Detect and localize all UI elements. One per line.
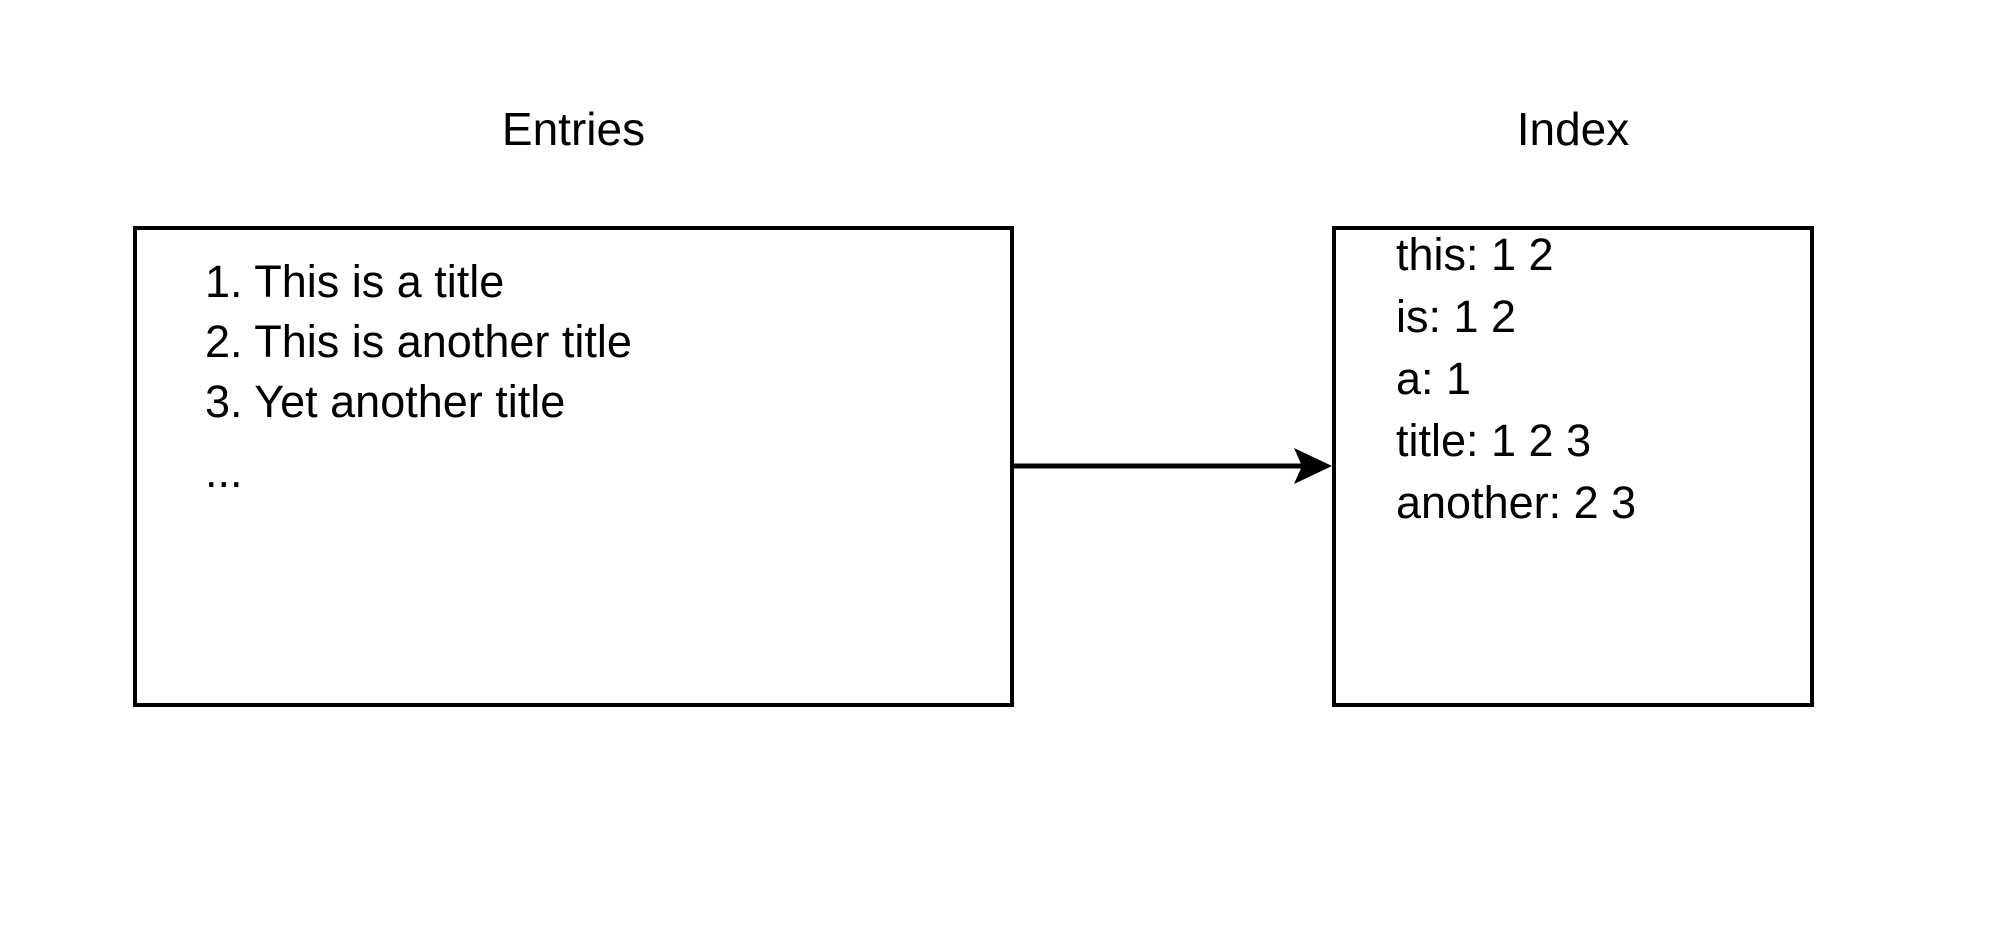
list-item: 3. Yet another title [205,376,566,427]
list-item: 2. This is another title [205,316,632,367]
list-item: is: 1 2 [1396,291,1517,342]
entries-to-index-arrow [1008,436,1338,496]
arrow-icon [1012,448,1332,484]
list-item: a: 1 [1396,353,1472,404]
entries-list: 1. This is a title 2. This is another ti… [205,252,995,502]
index-box: this: 1 2 is: 1 2 a: 1 title: 1 2 3 anot… [1332,226,1814,707]
entries-group-title: Entries [501,103,646,155]
list-item: 1. This is a title [205,256,505,307]
index-list: this: 1 2 is: 1 2 a: 1 title: 1 2 3 anot… [1396,224,1796,534]
list-item: this: 1 2 [1396,229,1554,280]
list-item-ellipsis: ... [205,446,243,497]
list-item: another: 2 3 [1396,477,1637,528]
index-group-title: Index [1516,103,1630,155]
list-item: title: 1 2 3 [1396,415,1592,466]
arrow-head [1294,448,1332,484]
entries-box: 1. This is a title 2. This is another ti… [133,226,1014,707]
